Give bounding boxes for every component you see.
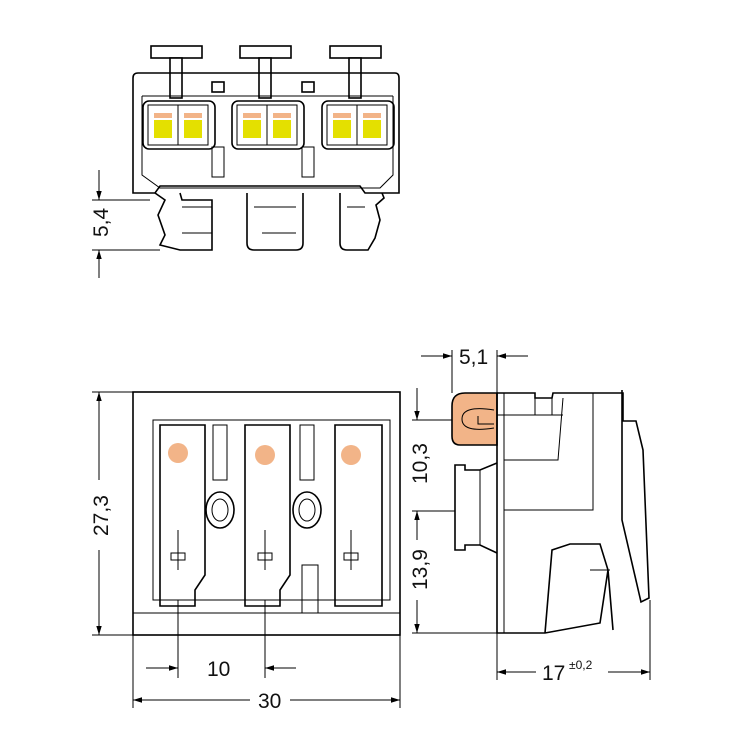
orange-clip xyxy=(451,392,498,446)
contact-dots xyxy=(168,443,361,465)
entry-opening xyxy=(154,120,172,138)
entry-contact xyxy=(273,113,291,118)
dim-label-10-3: 10,3 xyxy=(409,443,432,484)
wire-entry[interactable] xyxy=(266,104,298,146)
wire-entry[interactable] xyxy=(177,104,209,146)
entry-contact xyxy=(184,113,202,118)
release-levers xyxy=(150,45,382,99)
entry-group xyxy=(231,100,305,150)
entry-opening xyxy=(363,120,381,138)
dim-label-10: 10 xyxy=(207,658,230,681)
dimension-side-heights: 10,3 13,9 xyxy=(409,388,497,634)
top-body-outline xyxy=(132,72,400,194)
entry-contact xyxy=(154,113,172,118)
dimension-foot-height: 5,4 xyxy=(90,170,160,278)
entry-opening xyxy=(243,120,261,138)
mounting-feet xyxy=(154,192,385,251)
polarity-marks xyxy=(170,530,359,570)
entry-group xyxy=(321,100,395,150)
dimension-width: 30 xyxy=(132,635,401,713)
front-view: 27,3 10 30 xyxy=(90,391,401,713)
wire-entries xyxy=(142,100,395,150)
dim-label-5-1: 5,1 xyxy=(459,346,488,369)
entry-group xyxy=(142,100,216,150)
top-view: 5,4 xyxy=(90,45,400,278)
entry-contact xyxy=(243,113,261,118)
dimension-pitch: 10 xyxy=(146,600,296,681)
entry-contact xyxy=(333,113,351,118)
test-ports xyxy=(205,491,322,529)
entry-opening xyxy=(184,120,202,138)
dimension-clip-width: 5,1 xyxy=(421,346,528,393)
entry-contact xyxy=(363,113,381,118)
dim-label-5-4: 5,4 xyxy=(90,207,113,237)
contact-slots xyxy=(159,424,383,614)
dim-label-13-9: 13,9 xyxy=(409,549,432,590)
dimension-side-depth: 17 ±0,2 xyxy=(496,600,651,685)
entry-opening xyxy=(273,120,291,138)
side-body-outline xyxy=(497,390,650,604)
front-body-outline xyxy=(132,391,401,636)
dim-label-30: 30 xyxy=(258,690,281,713)
dim-tolerance: ±0,2 xyxy=(569,658,593,672)
side-view: 5,1 10,3 13,9 17 ±0,2 xyxy=(409,346,651,685)
dim-label-27-3: 27,3 xyxy=(90,495,113,536)
entry-opening xyxy=(333,120,351,138)
dim-label-17: 17 xyxy=(542,662,565,685)
wire-entry[interactable] xyxy=(356,104,388,146)
dimension-height: 27,3 xyxy=(90,391,133,636)
